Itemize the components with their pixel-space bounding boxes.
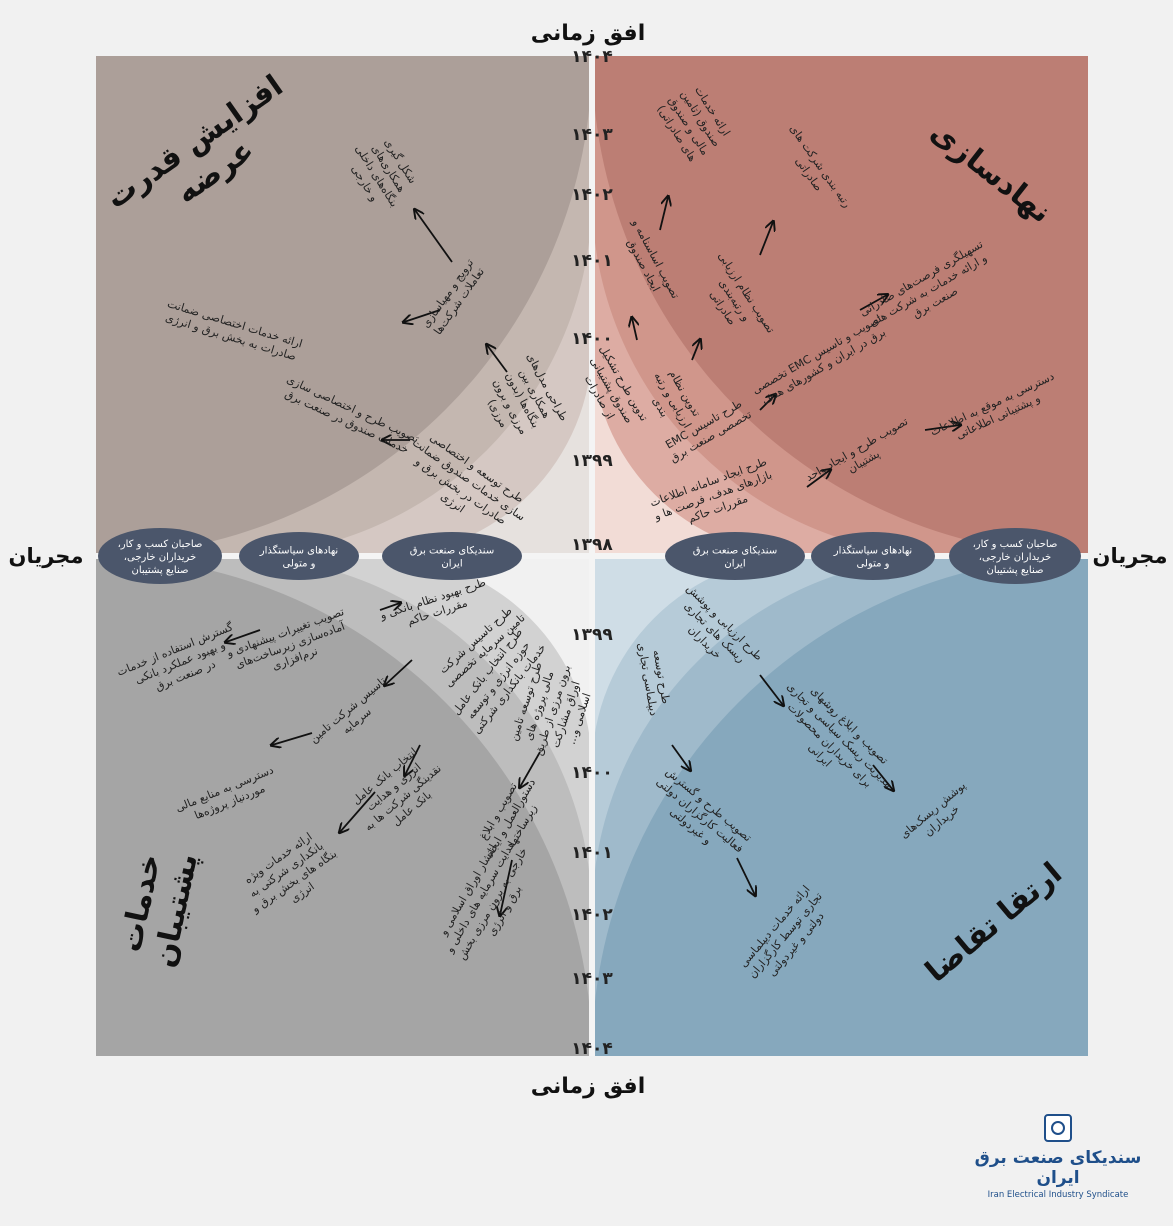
band-wide-bl: [92, 556, 592, 1056]
syndicate-logo-icon: [1044, 1114, 1072, 1142]
band-inner-tl: [380, 344, 592, 556]
progress-arrow: [759, 674, 783, 705]
band-wide-tl: [92, 56, 592, 556]
year-label: ۱۴۰۰: [571, 329, 613, 349]
actor-ellipse: [949, 528, 1081, 584]
progress-arrow: [924, 425, 960, 430]
progress-arrow: [759, 395, 775, 411]
year-label: ۱۴۰۳: [571, 969, 613, 989]
band-wide-tr: [592, 56, 1092, 556]
year-label: ۱۴۰۲: [571, 905, 613, 925]
band-inner-br: [592, 556, 804, 768]
year-label: ۱۳۹۹: [571, 625, 613, 645]
year-label: ۱۳۹۸: [571, 535, 613, 555]
year-label: ۱۴۰۳: [571, 125, 613, 145]
mask-top: [0, 0, 1173, 56]
progress-arrow: [500, 859, 513, 915]
actor-ellipse: [239, 532, 359, 580]
arrows-layer: [226, 197, 960, 915]
mask-left: [0, 0, 96, 1226]
actor-ellipse: [382, 532, 522, 580]
band-inner-bl: [380, 556, 592, 768]
band-wide-br: [592, 556, 1092, 1056]
progress-arrow: [632, 318, 637, 341]
mask-bottom: [0, 1056, 1173, 1226]
year-labels: ۱۴۰۴ ۱۴۰۳ ۱۴۰۲ ۱۴۰۱ ۱۴۰۰ ۱۳۹۹ ۱۳۹۸ ۱۳۹۹ ۱۴۰۰ ۱۴۰۱…: [571, 47, 613, 1059]
progress-arrow: [405, 744, 421, 775]
actor-ellipse: [811, 532, 935, 580]
actor-ellipse: [98, 528, 222, 584]
channel-right-label: مجریان: [1093, 544, 1168, 568]
year-label: ۱۴۰۰: [571, 763, 613, 783]
time-horizon-top-label: افق زمانی: [531, 21, 646, 46]
progress-arrow: [859, 295, 887, 311]
year-label: ۱۴۰۱: [571, 251, 613, 271]
actor-label: صاحبان کسب و کار،خریداران خارجی،صنایع پش…: [118, 539, 203, 576]
progress-arrow: [404, 309, 441, 322]
progress-arrow: [659, 197, 668, 231]
progress-arrow: [736, 857, 755, 895]
progress-arrow: [379, 603, 400, 610]
syndicate-logo: سندیکای صنعت برق ایران Iran Electrical I…: [973, 1114, 1143, 1200]
actor-ellipse: [665, 532, 805, 580]
year-label: ۱۴۰۲: [571, 185, 613, 205]
progress-arrow: [226, 629, 261, 642]
band-mid-br: [592, 556, 952, 916]
time-horizon-bottom-label: افق زمانی: [531, 1074, 646, 1099]
progress-arrow: [671, 744, 690, 770]
year-label: ۱۳۹۹: [571, 451, 613, 471]
progress-arrow: [487, 345, 508, 373]
progress-arrow: [759, 222, 773, 256]
progress-arrow: [272, 732, 313, 745]
progress-arrow: [385, 659, 413, 685]
progress-arrow: [415, 210, 453, 263]
logo-english-name: Iran Electrical Industry Syndicate: [987, 1190, 1129, 1200]
progress-arrow: [691, 340, 700, 361]
year-label: ۱۴۰۴: [571, 47, 613, 67]
band-mid-tr: [592, 196, 952, 556]
progress-arrow: [520, 751, 541, 787]
actor-label: صاحبان کسب و کار،خریداران خارجی،صنایع پش…: [973, 539, 1058, 576]
progress-arrow: [340, 791, 376, 832]
progress-arrow: [872, 764, 893, 790]
mask-right: [1088, 0, 1173, 1226]
year-label: ۱۴۰۴: [571, 1039, 613, 1059]
year-label: ۱۴۰۱: [571, 843, 613, 863]
band-inner-tr: [592, 344, 804, 556]
band-mid-bl: [232, 556, 592, 916]
progress-arrow: [806, 470, 830, 488]
channel-left-label: مجریان: [9, 544, 84, 568]
actor-layer: صاحبان کسب و کار،خریداران خارجی،صنایع پش…: [98, 528, 1081, 584]
band-mid-tl: [232, 196, 592, 556]
logo-persian-name: سندیکای صنعت برق ایران: [974, 1148, 1142, 1188]
